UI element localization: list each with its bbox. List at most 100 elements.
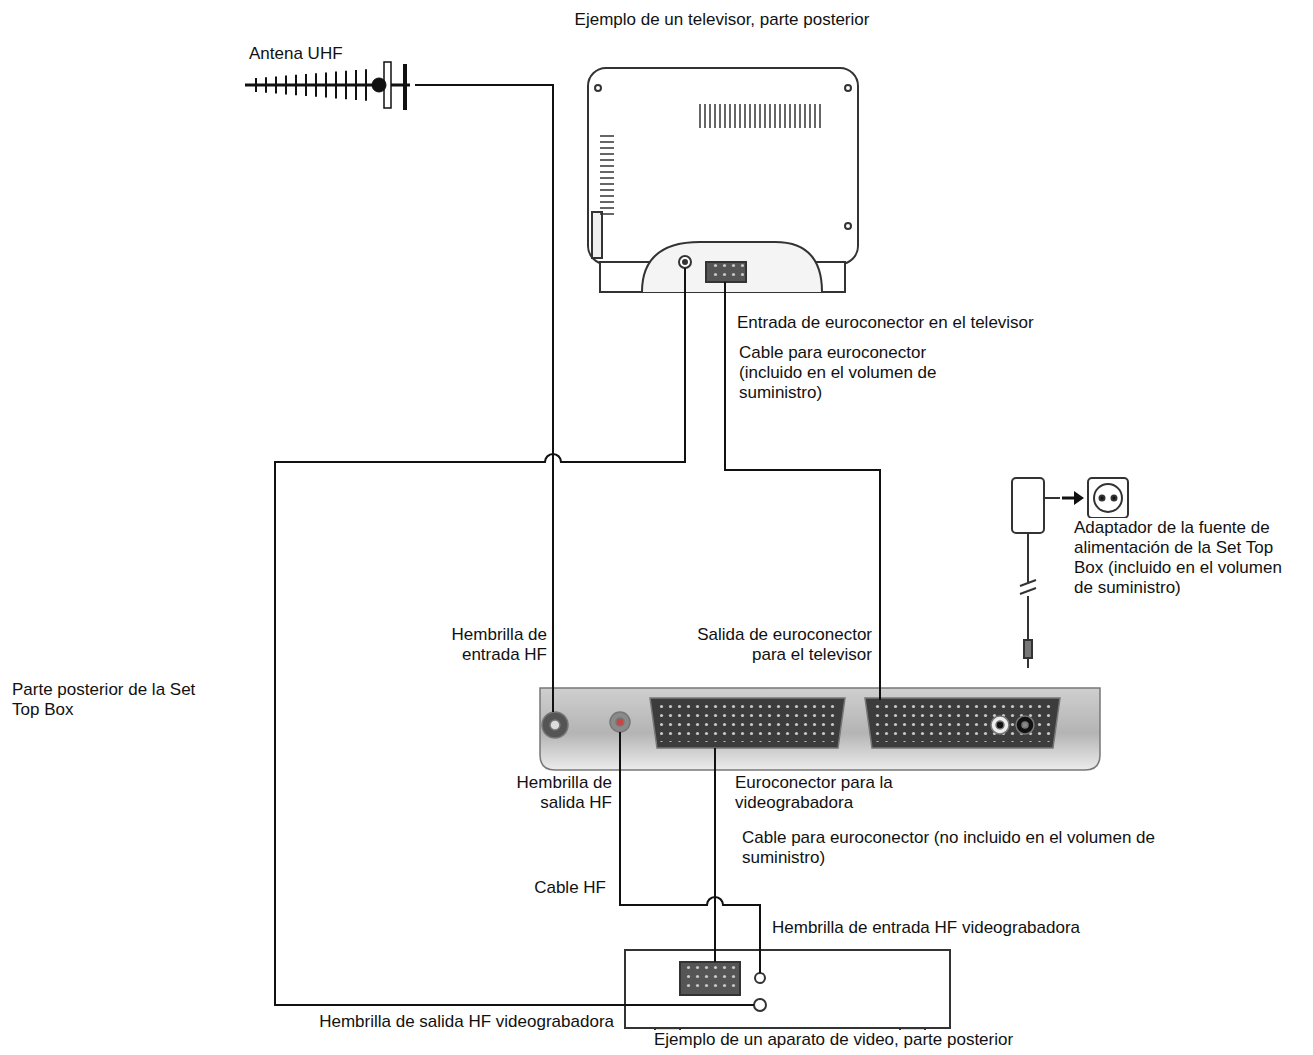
tv-node: Ejemplo de un televisor, parte posterior <box>585 68 860 293</box>
tv-back-part-part <box>600 147 614 149</box>
part-label: Hembrilla de salida HF <box>492 773 614 813</box>
adapter-node: Adaptador de la fuente de alimentación d… <box>1005 475 1133 670</box>
power-adapter-part <box>1020 580 1036 586</box>
set-top-box-part <box>552 688 554 712</box>
tv-back-part-part <box>600 165 614 167</box>
tv-back-part-part <box>724 104 726 128</box>
tv-back-part-part <box>764 104 766 128</box>
tv-back-part-part <box>714 104 716 128</box>
power-adapter-part <box>1012 478 1044 533</box>
node-heading: Antena UHF <box>247 44 345 64</box>
part-label: Salida de euroconector para el televisor <box>665 625 874 665</box>
vcr-back-part <box>755 973 765 983</box>
part-label: Entrada de euroconector en el televisor <box>735 313 1036 333</box>
set-top-box-part <box>875 704 1051 742</box>
uhf-antenna-part-part <box>305 74 307 96</box>
tv-back-part-part <box>600 207 614 209</box>
set-top-box-part <box>542 712 568 738</box>
uhf-antenna-part <box>256 69 366 101</box>
uhf-antenna-part <box>372 78 386 92</box>
uhf-antenna-part-part <box>265 77 267 93</box>
tv-back-part-part <box>704 104 706 128</box>
uhf-antenna-part <box>403 64 407 110</box>
tv-back-part-part <box>600 135 614 137</box>
tv-back-part <box>679 256 691 268</box>
node-heading: Parte posterior de la Set Top Box <box>10 680 204 720</box>
tv-back-part <box>600 104 820 214</box>
tv-back-part <box>724 282 726 293</box>
cable-line <box>714 770 716 950</box>
power-adapter-part <box>1094 484 1122 512</box>
uhf-antenna-part-part <box>255 78 257 92</box>
set-top-box-part <box>540 688 1100 770</box>
tv-back-part-part <box>600 153 614 155</box>
power-adapter-part <box>1027 658 1029 668</box>
tv-back-part-part <box>709 104 711 128</box>
tv-back-part-part <box>600 189 614 191</box>
vcr-node: Ejemplo de un aparato de video, parte po… <box>625 950 950 1028</box>
tv-back-part-part <box>779 104 781 128</box>
set-top-box-part <box>865 698 1060 748</box>
tv-back-part <box>684 268 686 293</box>
set-top-box-part <box>714 748 716 770</box>
tv-back-part-part <box>809 104 811 128</box>
set-top-box-part <box>879 688 881 700</box>
tv-back-part-part <box>774 104 776 128</box>
tv-back-part <box>708 264 744 280</box>
power-adapter-part <box>1074 491 1084 505</box>
part-label: Hembrilla de salida HF videograbadora <box>317 1012 616 1032</box>
tv-back-part-part <box>759 104 761 128</box>
set-top-box-part <box>616 718 624 726</box>
tv-back-part-part <box>699 104 701 128</box>
power-adapter-part <box>1062 497 1076 500</box>
uhf-antenna-part-part <box>295 75 297 95</box>
tv-back-part <box>845 223 851 229</box>
tv-back-part-part <box>600 171 614 173</box>
uhf-antenna-part-part <box>335 72 337 99</box>
part-label: Hembrilla de entrada HF <box>410 625 549 665</box>
power-adapter-part <box>1020 588 1036 594</box>
uhf-antenna-part-part <box>355 70 357 100</box>
settopbox-node: Parte posterior de la Set Top Box <box>540 688 1102 770</box>
tv-back-part-part <box>600 213 614 215</box>
tv-back-part-part <box>600 183 614 185</box>
tv-back-part-part <box>600 195 614 197</box>
node-heading: Adaptador de la fuente de alimentación d… <box>1072 518 1291 598</box>
tv-back <box>588 68 858 293</box>
tv-back-part-part <box>600 201 614 203</box>
uhf-antenna <box>245 62 410 110</box>
tv-back-part-part <box>769 104 771 128</box>
cable-line <box>275 293 685 1005</box>
vcr-back-part <box>625 950 950 1028</box>
tv-back-part-part <box>789 104 791 128</box>
cable-line <box>415 85 553 688</box>
uhf-antenna-part-part <box>365 69 367 101</box>
tv-back-part-part <box>600 159 614 161</box>
set-top-box-part <box>991 716 1009 734</box>
tv-back-part-part <box>794 104 796 128</box>
cable-label: Cable para euroconector (no incluido en … <box>740 828 1224 868</box>
antenna-node: Antena UHF <box>245 60 415 110</box>
cable-label: Cable para euroconector (incluido en el … <box>737 343 991 403</box>
tv-back-part-part <box>804 104 806 128</box>
vcr-back-part <box>680 962 740 995</box>
uhf-antenna-part-part <box>275 76 277 93</box>
set-top-box-part <box>650 698 845 748</box>
tv-back-part-part <box>744 104 746 128</box>
tv-back-part-part <box>814 104 816 128</box>
set-top-box-part <box>996 721 1004 729</box>
set-top-box <box>540 688 1100 770</box>
power-adapter-part <box>1100 496 1105 501</box>
set-top-box-part <box>1022 722 1028 728</box>
uhf-antenna-part-part <box>345 71 347 99</box>
tv-back-part <box>642 242 822 292</box>
tv-back-part-part <box>784 104 786 128</box>
vcr-back-part <box>714 950 716 962</box>
power-adapter-part <box>1027 533 1029 582</box>
power-adapter-part <box>1027 596 1029 640</box>
set-top-box-part <box>610 712 630 732</box>
uhf-antenna-part-part <box>315 73 317 97</box>
power-adapter-part <box>1112 496 1117 501</box>
tv-back-part-part <box>600 177 614 179</box>
